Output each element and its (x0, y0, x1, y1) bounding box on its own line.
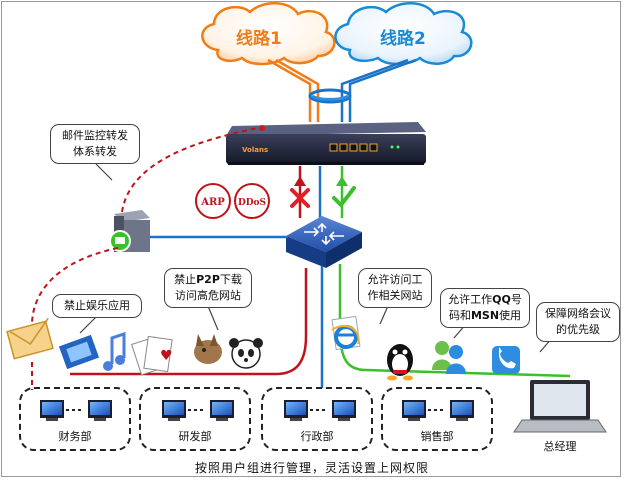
cloud-label-line-2: 线路2 (380, 29, 426, 49)
donkey-icon (194, 334, 222, 364)
callout-allow-qq-msn: 允许工作QQ号 码和MSN使用 (440, 288, 530, 328)
allow-check-icon (332, 186, 356, 209)
dept-label-rnd: 研发部 (178, 430, 212, 443)
router-device: Volans (226, 122, 426, 165)
phone-conference-icon (492, 346, 520, 374)
svg-text:♥: ♥ (160, 348, 173, 364)
arp-badge: ARP (195, 183, 231, 219)
cloud-line-2 (334, 2, 473, 66)
film-icon (58, 334, 100, 370)
dept-label-finance: 财务部 (58, 430, 92, 443)
dept-computers (40, 400, 474, 421)
qq-penguin-icon (387, 344, 413, 381)
internet-explorer-icon (331, 315, 361, 351)
ddos-badge: DDoS (234, 183, 270, 219)
callout-block-p2p: 禁止P2P下载 访问高危网站 (164, 268, 252, 308)
arp-badge-label: ARP (200, 197, 225, 208)
callout-conference-priority: 保障网络会议 的优先级 (536, 302, 620, 342)
callout-conference-priority-line1: 保障网络会议 (545, 307, 611, 320)
callout-block-entertainment-text: 禁止娱乐应用 (64, 299, 130, 312)
switch-device (286, 216, 362, 268)
block-x-icon (290, 188, 310, 208)
ddos-badge-label: DDoS (238, 198, 266, 208)
dept-label-general-manager: 总经理 (543, 440, 577, 453)
music-note-icon (103, 331, 126, 371)
callout-block-p2p-line1: 禁止P2P下载 (174, 273, 242, 286)
callout-allow-work-sites: 允许访问工 作相关网站 (358, 268, 432, 308)
dept-box-rnd (139, 387, 251, 451)
callout-mail-forward: 邮件监控转发 体系转发 (50, 124, 140, 164)
router-brand: Volans (242, 146, 268, 154)
callout-allow-qq-msn-line1: 允许工作QQ号 (448, 293, 522, 306)
diagram-caption: 按照用户组进行管理，灵活设置上网权限 (194, 461, 429, 475)
cloud-label-line-1: 线路1 (236, 29, 282, 49)
callout-mail-forward-line2: 体系转发 (73, 145, 117, 158)
envelope-icon (6, 317, 54, 360)
callout-block-p2p-line2: 访问高危网站 (175, 289, 241, 302)
msn-icon (432, 341, 466, 374)
uplink-lines (267, 58, 417, 122)
dept-label-sales: 销售部 (420, 430, 454, 443)
dept-box-finance (19, 387, 131, 451)
playing-cards-icon: ♥ (131, 335, 173, 376)
callout-allow-work-sites-line1: 允许访问工 (367, 273, 423, 286)
dept-label-admin: 行政部 (300, 430, 334, 443)
callout-block-entertainment: 禁止娱乐应用 (52, 294, 142, 318)
callout-mail-forward-line1: 邮件监控转发 (62, 129, 128, 142)
router-ports (329, 143, 400, 152)
cloud-line-1 (201, 2, 336, 66)
callout-allow-qq-msn-line2: 码和MSN使用 (448, 309, 522, 322)
callout-conference-priority-line2: 的优先级 (556, 323, 600, 336)
dept-box-admin (261, 387, 373, 451)
laptop-icon (513, 380, 607, 433)
callout-allow-work-sites-line2: 作相关网站 (367, 289, 423, 302)
mail-server-icon (109, 210, 150, 252)
dept-box-sales (381, 387, 493, 451)
panda-icon (229, 338, 263, 369)
